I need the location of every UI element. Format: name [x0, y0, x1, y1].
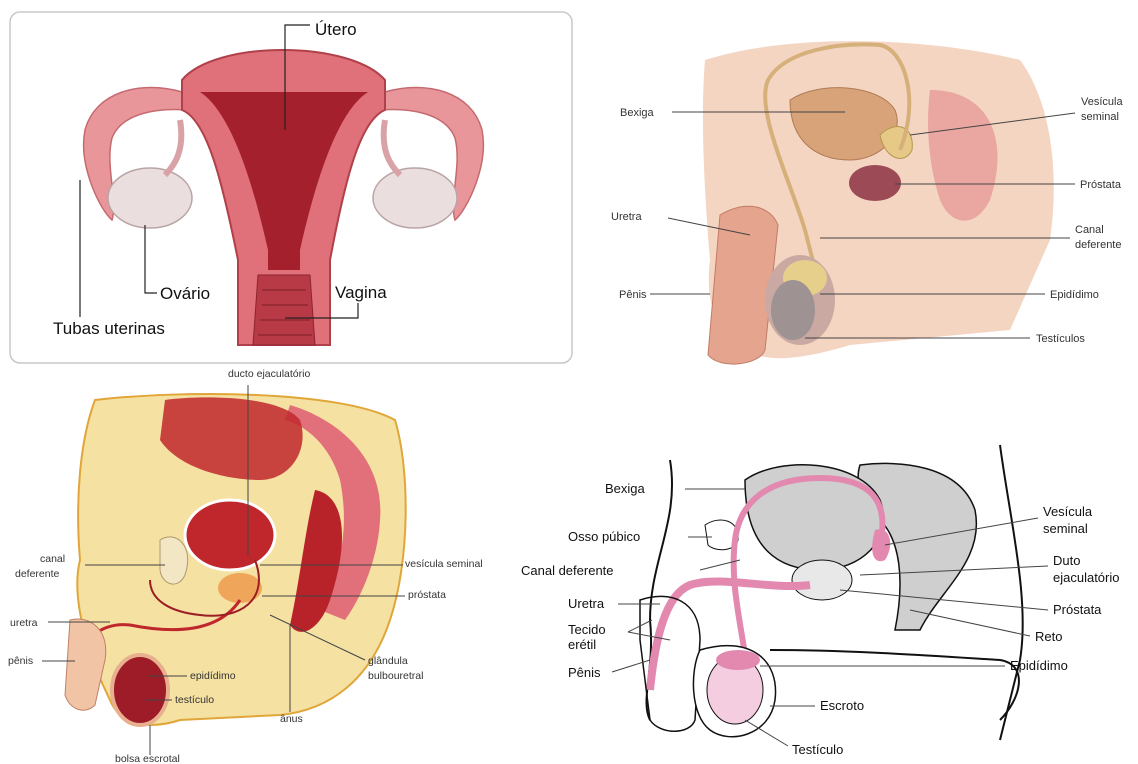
- label-prostata-br: Próstata: [1053, 602, 1102, 617]
- label-tecido-2: erétil: [568, 637, 596, 652]
- testis: [771, 280, 815, 340]
- testis-bl: [112, 655, 168, 725]
- bladder-bl: [185, 500, 275, 570]
- label-penis-bl: pênis: [8, 655, 33, 667]
- label-vesicula-2: seminal: [1081, 111, 1119, 123]
- label-testiculo-bl: testículo: [175, 694, 214, 706]
- label-tubas: Tubas uterinas: [53, 319, 165, 338]
- reto-leader: [910, 610, 1030, 636]
- label-escroto: Escroto: [820, 698, 864, 713]
- label-canal-2: deferente: [1075, 239, 1121, 251]
- label-bexiga: Bexiga: [620, 107, 655, 119]
- label-uretra-bl: uretra: [10, 617, 38, 629]
- pubic-bone: [160, 537, 188, 584]
- label-vagina: Vagina: [335, 283, 387, 302]
- label-prostata: Próstata: [1080, 179, 1122, 191]
- prostate-bl: [218, 573, 262, 603]
- prostate: [849, 165, 901, 201]
- label-osso: Osso púbico: [568, 529, 640, 544]
- label-tecido-1: Tecido: [568, 622, 606, 637]
- label-vesicula-bl: vesícula seminal: [405, 558, 483, 570]
- thigh-outline: [770, 650, 1019, 720]
- label-vesicula-br-2: seminal: [1043, 521, 1088, 536]
- seminal-vesicle-br: [872, 529, 890, 561]
- label-penis-br: Pênis: [568, 665, 601, 680]
- male-bottom-right-panel: Bexiga Osso púbico Canal deferente Uretr…: [521, 445, 1120, 757]
- male-top-right-panel: Bexiga Vesícula seminal Próstata Uretra …: [611, 41, 1123, 364]
- label-duto-1: Duto: [1053, 553, 1080, 568]
- label-testiculo-br: Testículo: [792, 742, 843, 757]
- prostate-br: [792, 560, 852, 600]
- label-epididimo-bl: epidídimo: [190, 670, 236, 682]
- label-ducto: ducto ejaculatório: [228, 368, 310, 380]
- label-utero: Útero: [315, 20, 357, 39]
- label-vesicula-br-1: Vesícula: [1043, 504, 1093, 519]
- label-prostata-bl: próstata: [408, 589, 446, 601]
- label-bexiga-br: Bexiga: [605, 481, 646, 496]
- penis-bl: [65, 619, 106, 710]
- back-outline: [1000, 445, 1023, 740]
- label-uretra-br: Uretra: [568, 596, 605, 611]
- female-panel: Útero Ovário Vagina Tubas uterinas: [10, 12, 572, 363]
- label-canal-bl-1: canal: [40, 553, 65, 565]
- label-canal-br: Canal deferente: [521, 563, 614, 578]
- label-duto-2: ejaculatório: [1053, 570, 1120, 585]
- label-uretra: Uretra: [611, 211, 642, 223]
- label-epididimo-br: Epidídimo: [1010, 658, 1068, 673]
- label-bolsa: bolsa escrotal: [115, 753, 180, 764]
- label-epididimo: Epidídimo: [1050, 289, 1099, 301]
- label-canal-1: Canal: [1075, 224, 1104, 236]
- epididymis-br: [716, 650, 760, 670]
- label-vesicula-1: Vesícula: [1081, 96, 1123, 108]
- label-anus: ânus: [280, 713, 303, 725]
- label-testiculos: Testículos: [1036, 333, 1085, 345]
- label-glandula-2: bulbouretral: [368, 670, 423, 682]
- male-bottom-left-panel: ducto ejaculatório canal deferente vesíc…: [8, 368, 483, 764]
- label-canal-bl-2: deferente: [15, 568, 60, 580]
- label-reto: Reto: [1035, 629, 1062, 644]
- right-ovary: [373, 168, 457, 228]
- label-penis: Pênis: [619, 289, 647, 301]
- label-ovario: Ovário: [160, 284, 210, 303]
- label-glandula-1: glândula: [368, 655, 408, 667]
- left-ovary: [108, 168, 192, 228]
